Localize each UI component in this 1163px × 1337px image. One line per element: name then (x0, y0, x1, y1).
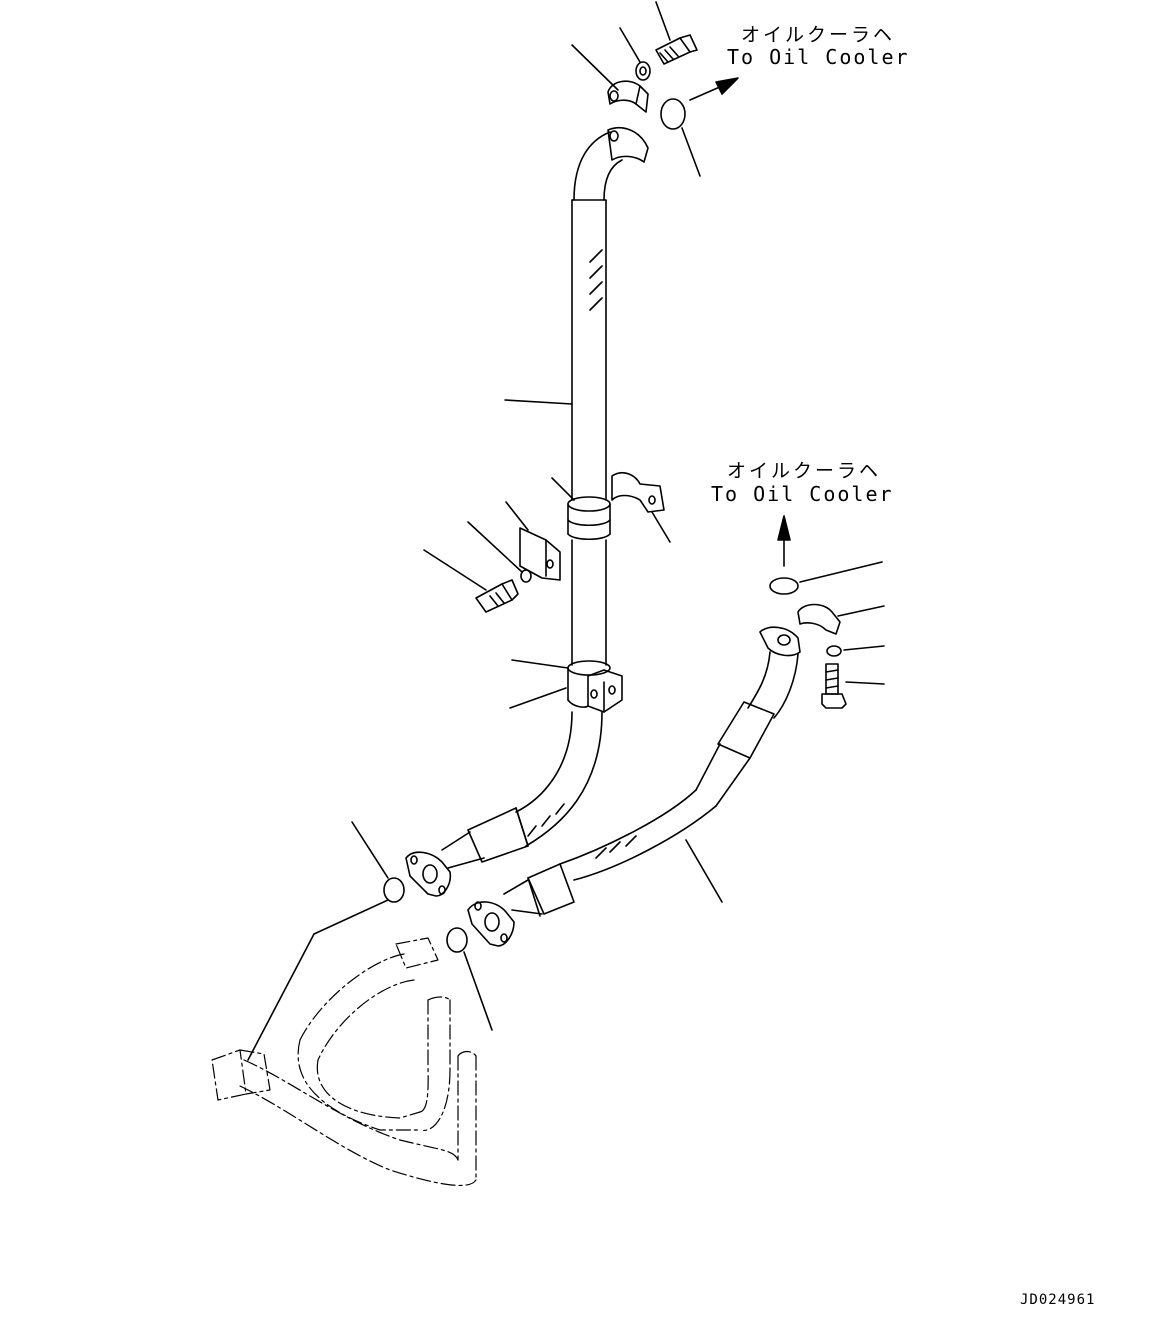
leader-line (423, 549, 487, 591)
bracket (519, 527, 561, 581)
leader-line (619, 27, 641, 63)
right-washer (826, 645, 842, 657)
right-bolt (821, 663, 847, 709)
leader-line (351, 821, 389, 879)
label-mid-en: To Oil Cooler (711, 482, 894, 506)
leader-line (463, 951, 493, 1031)
leader-line (837, 605, 885, 617)
hose-a-bend (441, 711, 603, 869)
label-top-en: To Oil Cooler (727, 45, 910, 69)
leader-line (247, 933, 315, 1061)
mid-bolt (475, 579, 519, 613)
o-ring-b (446, 927, 468, 953)
hose-b-flange (467, 901, 515, 947)
reference-piping (211, 937, 477, 1187)
leader-line (551, 477, 575, 501)
vertical-hose (571, 126, 649, 666)
mid-washer (520, 569, 532, 583)
leader-line (681, 127, 701, 177)
clamp-half-upper (611, 471, 665, 513)
lower-clamp (567, 660, 623, 713)
leader-line (505, 501, 529, 531)
leader-line (509, 687, 567, 709)
leader-line (504, 399, 573, 405)
hose-b (503, 626, 801, 917)
leader-line (843, 645, 885, 651)
drawing-code: JD024961 (1020, 1292, 1096, 1308)
leader-line (571, 44, 619, 91)
upper-clamp (567, 496, 611, 541)
leader-line (799, 561, 883, 583)
top-arrow (689, 77, 739, 101)
leader-line (651, 511, 671, 543)
label-top-jp: オイルクーラヘ (741, 24, 896, 46)
top-split-flange (607, 80, 649, 113)
leader-line (685, 839, 723, 903)
hose-a-flange (405, 851, 452, 897)
leader-line (313, 899, 389, 935)
leader-line (655, 1, 671, 41)
label-mid-jp: オイルクーラヘ (727, 460, 882, 482)
leader-line (467, 521, 523, 573)
leader-line (511, 659, 569, 669)
top-o-ring (660, 98, 686, 130)
clamp-half-right (797, 603, 841, 635)
o-ring-a (383, 877, 405, 903)
leader-line (845, 681, 885, 685)
top-washer (635, 61, 651, 81)
mid-o-ring-group (769, 515, 799, 595)
top-bolt (655, 34, 698, 65)
